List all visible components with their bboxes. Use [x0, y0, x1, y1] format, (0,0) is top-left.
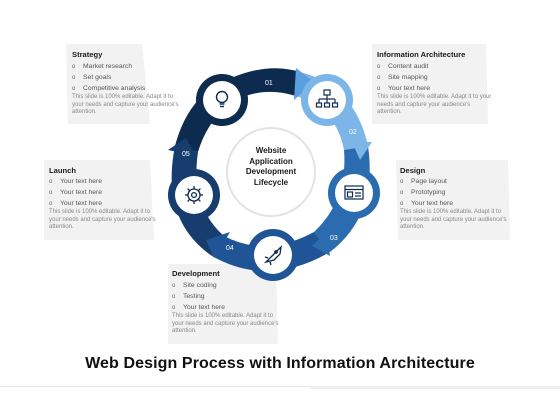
- arrow-03: [312, 232, 330, 256]
- step-number-03: 03: [330, 235, 338, 242]
- list-item: Prototyping: [400, 188, 453, 199]
- arrow-01: [294, 68, 314, 100]
- development-title: Development: [172, 269, 220, 278]
- arrow-02: [352, 142, 372, 160]
- step-node-01: [196, 74, 248, 126]
- monitor-design-icon: [344, 185, 364, 200]
- arrow-05: [168, 138, 196, 156]
- step-number-04: 04: [226, 245, 234, 252]
- list-item: Site coding: [172, 281, 225, 292]
- sitemap-icon: [315, 89, 339, 108]
- step-number-02: 02: [349, 129, 357, 136]
- footer-divider: [0, 386, 560, 387]
- info-architecture-note: This slide is 100% editable. Adapt it to…: [377, 94, 492, 116]
- slide-title: Web Design Process with Information Arch…: [85, 355, 475, 372]
- development-note: This slide is 100% editable. Adapt it to…: [172, 313, 279, 335]
- step-number-01: 01: [265, 80, 273, 87]
- list-item: Testing: [172, 292, 225, 303]
- gear-icon: [185, 186, 203, 204]
- step-node-05: [168, 169, 220, 221]
- list-item: Your text here: [172, 303, 225, 314]
- design-title: Design: [400, 166, 426, 175]
- list-item: Set goals: [72, 73, 145, 84]
- info-architecture-list: Content audit Site mapping Your text her…: [377, 62, 430, 94]
- list-item: Competitive analysis: [72, 84, 145, 95]
- strategy-title: Strategy: [72, 50, 103, 59]
- list-item: Page layout: [400, 177, 453, 188]
- strategy-list: Market research Set goals Competitive an…: [72, 62, 145, 94]
- list-item: Market research: [72, 62, 145, 73]
- info-architecture-title: Information Architecture: [377, 50, 466, 59]
- strategy-note: This slide is 100% editable. Adapt it to…: [72, 94, 179, 116]
- launch-title: Launch: [49, 166, 77, 175]
- list-item: Your text here: [49, 188, 102, 199]
- launch-note: This slide is 100% editable. Adapt it to…: [49, 209, 156, 231]
- lightbulb-icon: [215, 90, 229, 108]
- list-item: Your text here: [49, 177, 102, 188]
- list-item: Your text here: [377, 84, 430, 95]
- step-number-05: 05: [182, 151, 190, 158]
- center-label: Website Application Development Lifecycl…: [245, 146, 297, 187]
- list-item: Your text here: [49, 199, 102, 210]
- development-list: Site coding Testing Your text here: [172, 281, 225, 313]
- step-node-03: [328, 167, 380, 219]
- rocket-icon: [263, 245, 282, 266]
- list-item: Site mapping: [377, 73, 430, 84]
- design-list: Page layout Prototyping Your text here: [400, 177, 453, 209]
- list-item: Content audit: [377, 62, 430, 73]
- design-note: This slide is 100% editable. Adapt it to…: [400, 209, 507, 231]
- footer-accent-bar: [310, 386, 560, 389]
- launch-list: Your text here Your text here Your text …: [49, 177, 102, 209]
- arrow-04: [206, 232, 230, 258]
- center-circle: [226, 127, 316, 217]
- list-item: Your text here: [400, 199, 453, 210]
